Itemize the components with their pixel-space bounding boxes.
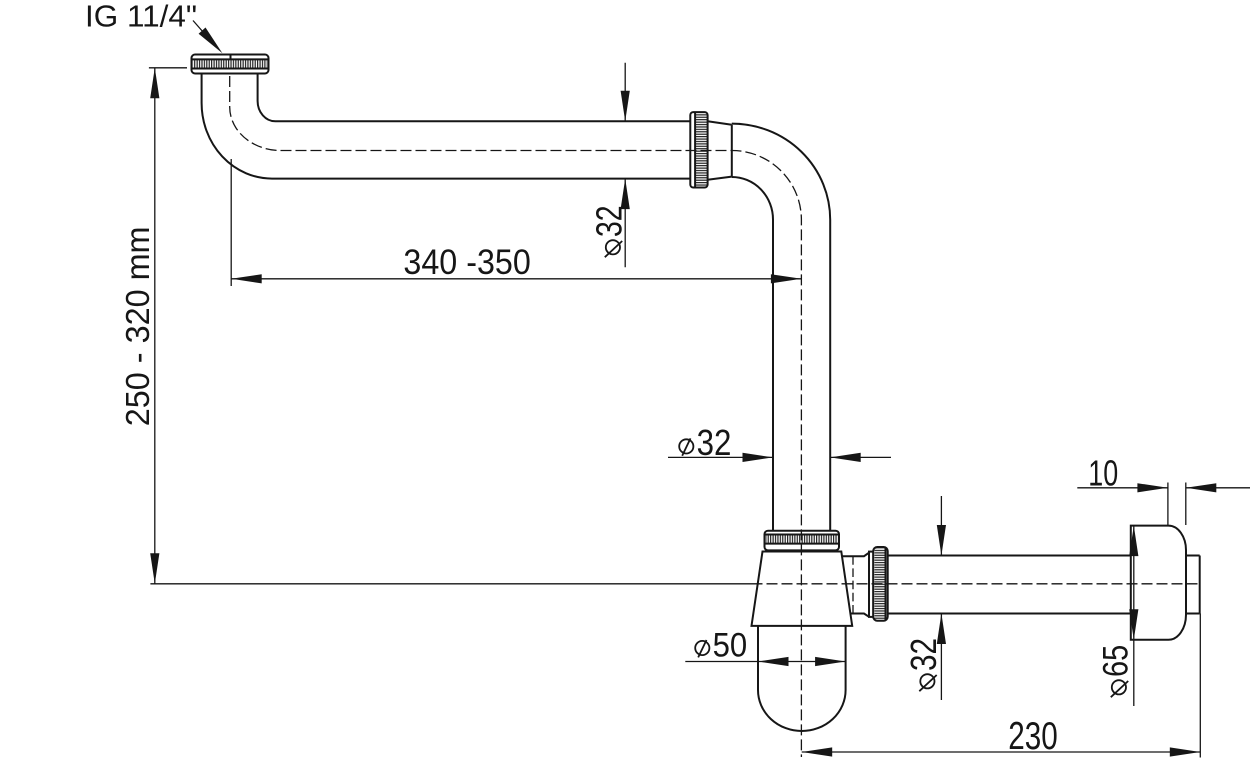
svg-text:32: 32 [903,638,944,671]
svg-text:340 -350: 340 -350 [403,243,530,282]
svg-text:32: 32 [697,422,732,463]
svg-text:10: 10 [1088,453,1118,494]
svg-text:250 - 320 mm: 250 - 320 mm [119,227,156,427]
svg-text:230: 230 [1008,715,1058,758]
svg-text:32: 32 [589,205,630,237]
svg-text:IG 11/4": IG 11/4" [85,0,197,34]
svg-text:65: 65 [1097,645,1136,677]
svg-text:50: 50 [713,627,748,665]
